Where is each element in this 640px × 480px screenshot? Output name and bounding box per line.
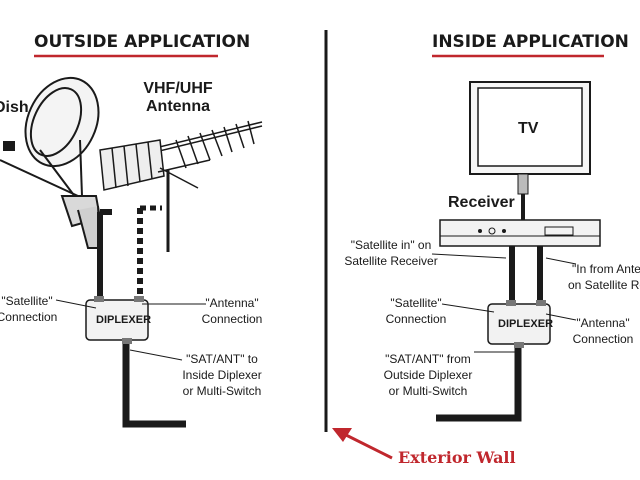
tv-icon <box>469 81 591 195</box>
receiver-label: Receiver <box>448 194 515 211</box>
outside-satant-line1: "SAT/ANT" to <box>186 352 258 366</box>
outside-satant-line2: Inside Diplexer <box>182 368 262 382</box>
in-from-antenna-line2: on Satellite Rece <box>568 278 640 292</box>
outside-antenna-connection-line1: "Antenna" <box>205 296 259 310</box>
outside-diplexer-label: DIPLEXER <box>96 314 152 326</box>
outside-satellite-connection-line2: Connection <box>0 310 58 324</box>
satellite-dish-icon <box>0 76 102 249</box>
exterior-wall-label: Exterior Wall <box>398 448 516 467</box>
inside-diplexer-box <box>487 300 551 348</box>
dish-label: Dish <box>0 99 29 116</box>
inside-satant-line1: "SAT/ANT" from <box>385 352 471 366</box>
tv-label: TV <box>518 120 539 137</box>
outside-antenna-connection-line2: Connection <box>201 312 263 326</box>
satellite-in-line2: Satellite Receiver <box>344 254 438 268</box>
outside-satellite-connection-line1: "Satellite" <box>1 294 53 308</box>
inside-satant-line3: or Multi-Switch <box>388 384 468 398</box>
inside-satant-line2: Outside Diplexer <box>383 368 473 382</box>
outside-satant-line3: or Multi-Switch <box>182 384 262 398</box>
antenna-label-line1: VHF/UHF <box>143 80 213 97</box>
exterior-wall-arrow <box>332 428 393 460</box>
satellite-in-line1: "Satellite in" on <box>350 238 432 252</box>
outside-title: OUTSIDE APPLICATION <box>34 32 251 52</box>
inside-antenna-connection-line1: "Antenna" <box>576 316 630 330</box>
antenna-label-line2: Antenna <box>146 98 210 115</box>
in-from-antenna-line1: "In from Ante <box>572 262 640 276</box>
inside-satellite-connection-line2: Connection <box>385 312 447 326</box>
inside-diplexer-label: DIPLEXER <box>498 318 554 330</box>
inside-title: INSIDE APPLICATION <box>432 32 629 52</box>
inside-satant-cable <box>436 348 522 422</box>
outside-satant-cable <box>122 344 186 428</box>
receiver-box <box>439 219 601 247</box>
inside-satellite-connection-line1: "Satellite" <box>390 296 442 310</box>
vhf-uhf-antenna-icon <box>99 120 263 252</box>
outside-diplexer-box <box>85 296 149 344</box>
inside-antenna-connection-line2: Connection <box>572 332 634 346</box>
